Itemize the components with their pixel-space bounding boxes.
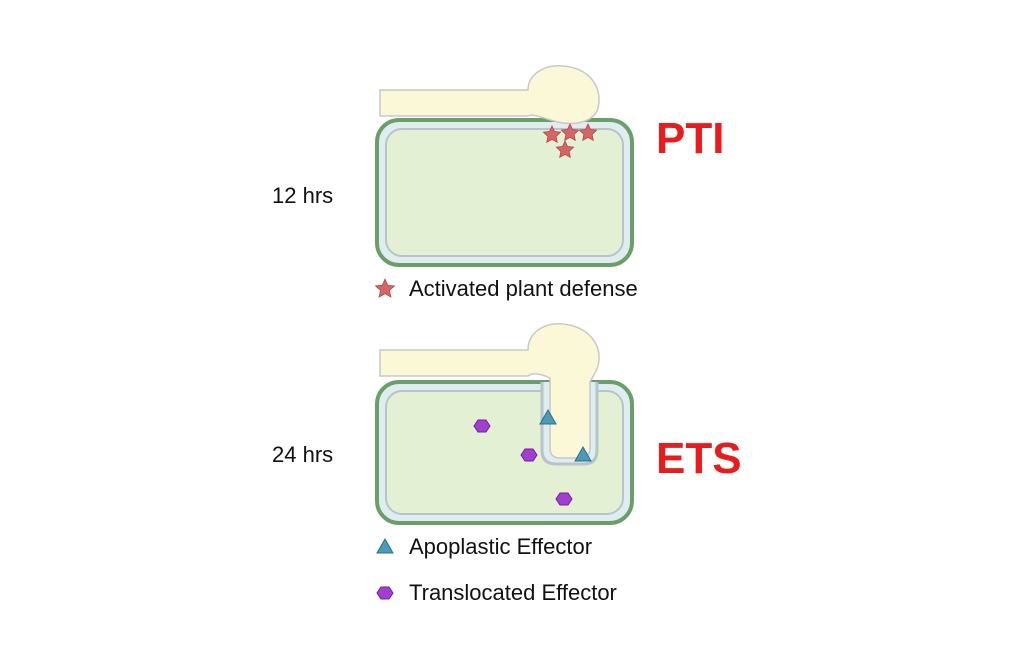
defense-star: [578, 123, 598, 142]
translocated-effector-marker: [520, 448, 538, 462]
legend-label: Translocated Effector: [409, 580, 617, 605]
apoplastic-effectors: [539, 408, 592, 462]
defense-star: [555, 140, 575, 159]
hexagon-icon: [376, 586, 394, 600]
translocated-effector-marker: [473, 419, 491, 433]
legend-apoplastic-effector: Apoplastic Effector: [373, 534, 592, 560]
legend-activated-defense: Activated plant defense: [373, 276, 638, 302]
apoplastic-effector-marker: [574, 445, 592, 462]
translocated-effector-marker: [555, 492, 573, 506]
time-label-12hrs: 12 hrs: [272, 183, 334, 208]
defense-star: [542, 125, 562, 144]
time-label-24hrs: 24 hrs: [272, 442, 334, 467]
legend-label: Apoplastic Effector: [409, 534, 593, 559]
legend-translocated-effector: Translocated Effector: [373, 580, 617, 606]
stage-label-ets: ETS: [656, 434, 742, 483]
legend-label: Activated plant defense: [409, 276, 638, 301]
stage-label-pti: PTI: [656, 114, 725, 163]
triangle-icon: [376, 537, 394, 554]
star-icon: [374, 277, 396, 298]
cell-12hrs: [375, 118, 634, 267]
fungal-hypha-24hrs: [379, 323, 600, 459]
apoplastic-effector-marker: [539, 408, 557, 425]
fungal-hypha-12hrs: [379, 65, 600, 125]
defense-star: [560, 123, 580, 142]
defense-stars: [542, 123, 598, 159]
translocated-effectors: [473, 419, 573, 506]
